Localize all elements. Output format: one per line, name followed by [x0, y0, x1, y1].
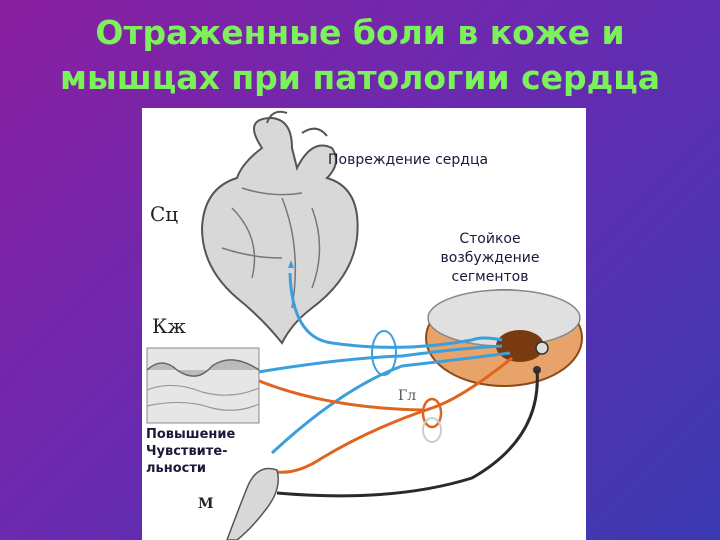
- muscle-illustration: [227, 468, 278, 540]
- label-sc: Сц: [150, 202, 178, 226]
- skin-illustration: [147, 348, 259, 423]
- label-sens-2: Чувствите-: [146, 443, 235, 460]
- label-persistent-excitation: Стойкое возбуждение сегментов: [420, 230, 560, 287]
- heart-illustration: [202, 112, 358, 343]
- label-persistent-3: сегментов: [420, 268, 560, 287]
- label-persistent-1: Стойкое: [420, 230, 560, 249]
- label-kzh: Кж: [152, 314, 186, 338]
- title-line-2: мышцах при патологии сердца: [0, 55, 720, 100]
- label-m: М: [198, 496, 214, 512]
- diagram-panel: Повреждение сердца Сц Стойкое возбуждени…: [142, 108, 586, 540]
- label-increased-sensitivity: Повышение Чувствите- льности: [146, 426, 235, 477]
- label-persistent-2: возбуждение: [420, 249, 560, 268]
- spinal-cord-segment: [426, 290, 582, 386]
- label-gl: Гл: [398, 388, 416, 404]
- label-heart-damage: Повреждение сердца: [328, 152, 488, 168]
- label-sens-1: Повышение: [146, 426, 235, 443]
- label-sens-3: льности: [146, 460, 235, 477]
- slide-title: Отраженные боли в коже и мышцах при пато…: [0, 10, 720, 100]
- title-line-1: Отраженные боли в коже и: [0, 10, 720, 55]
